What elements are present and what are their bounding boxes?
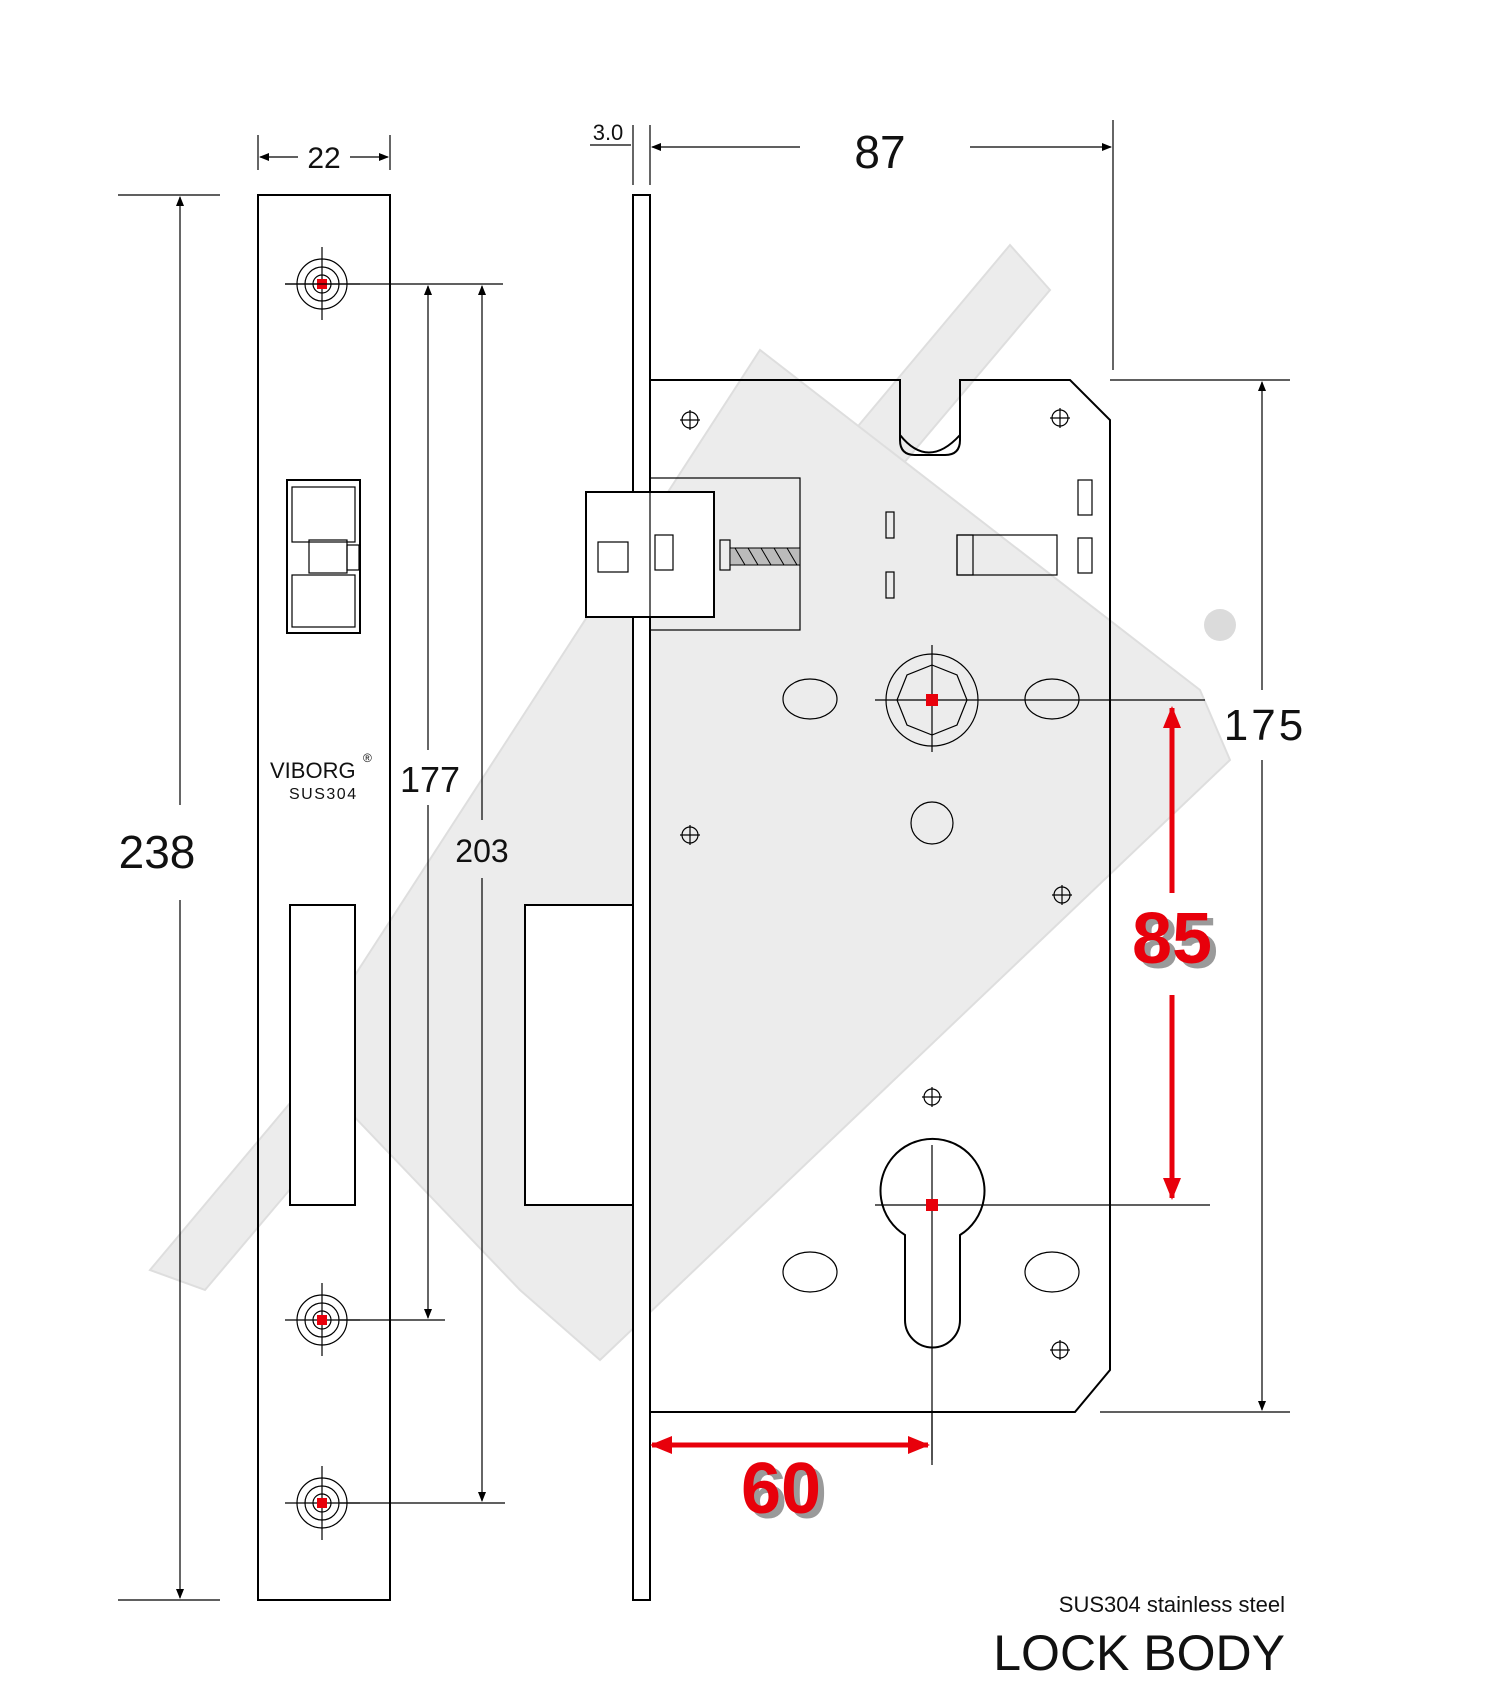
case-screw-icon [922,1087,942,1107]
through-hole [782,678,838,720]
faceplate-front-view: VIBORG ® SUS304 [257,194,391,1601]
cylinder-cutout [875,1137,1210,1460]
internal-slot [1077,479,1093,516]
dim-backset: 60 60 [650,1410,933,1534]
internal-slot [1077,537,1093,574]
dim-backset-label: 60 [741,1449,821,1529]
mounting-screw-middle [285,1283,360,1356]
faceplate [257,194,391,1601]
caption-subtitle: SUS304 stainless steel [1059,1592,1285,1617]
case-screw-icon [680,825,700,845]
registered-mark: ® [363,751,372,765]
internal-slot [885,511,895,539]
dim-handle-to-cylinder-label: 85 [1132,899,1212,979]
through-hole [782,1251,838,1293]
latch-window [286,479,361,634]
dim-inner-hole-spacing-label: 177 [400,759,460,800]
latch-bolt [585,477,801,631]
dim-case-height-label: 175 [1224,701,1306,750]
dim-overall-depth-label: 87 [854,126,905,178]
deadbolt [524,904,634,1206]
handle-hub [875,645,1205,752]
material-stamp: SUS304 [289,786,358,803]
dim-faceplate-width: 22 [257,135,391,175]
caption-title: LOCK BODY [993,1625,1285,1681]
dim-faceplate-height-label: 238 [119,826,196,878]
through-hole [1024,678,1080,720]
faceplate-edge [632,194,651,1601]
case-notch [899,380,961,454]
dim-handle-to-cylinder-shadow: 85 [1138,904,1218,984]
brand-label: VIBORG [270,758,356,783]
dim-backset-shadow: 60 [747,1454,827,1534]
deadbolt-slot [289,904,356,1206]
lock-case [650,379,1111,1413]
case-screw-icon [680,410,700,430]
dim-overall-depth: 87 [651,120,1114,370]
lock-body-side-view [524,194,1210,1601]
dim-outer-hole-spacing-label: 203 [455,833,508,869]
dim-faceplate-thickness-label: 3.0 [593,120,624,145]
dim-faceplate-width-label: 22 [307,142,340,175]
dim-outer-hole-spacing: 203 [340,285,509,1504]
case-screw-icon [1052,885,1072,905]
case-screw-icon [1050,408,1070,428]
internal-slot [885,571,895,599]
dim-faceplate-height: 238 [118,194,220,1601]
follower-hole [910,801,954,845]
dim-handle-to-cylinder: 85 85 [1132,706,1218,1200]
dim-case-height: 175 [1100,379,1306,1413]
case-screw-icon [1050,1340,1070,1360]
through-hole [1024,1251,1080,1293]
dim-inner-hole-spacing: 177 [285,283,503,1321]
deadbolt-block-end [956,534,974,576]
dim-faceplate-thickness: 3.0 [590,120,651,185]
caption: SUS304 stainless steel LOCK BODY [993,1592,1285,1681]
